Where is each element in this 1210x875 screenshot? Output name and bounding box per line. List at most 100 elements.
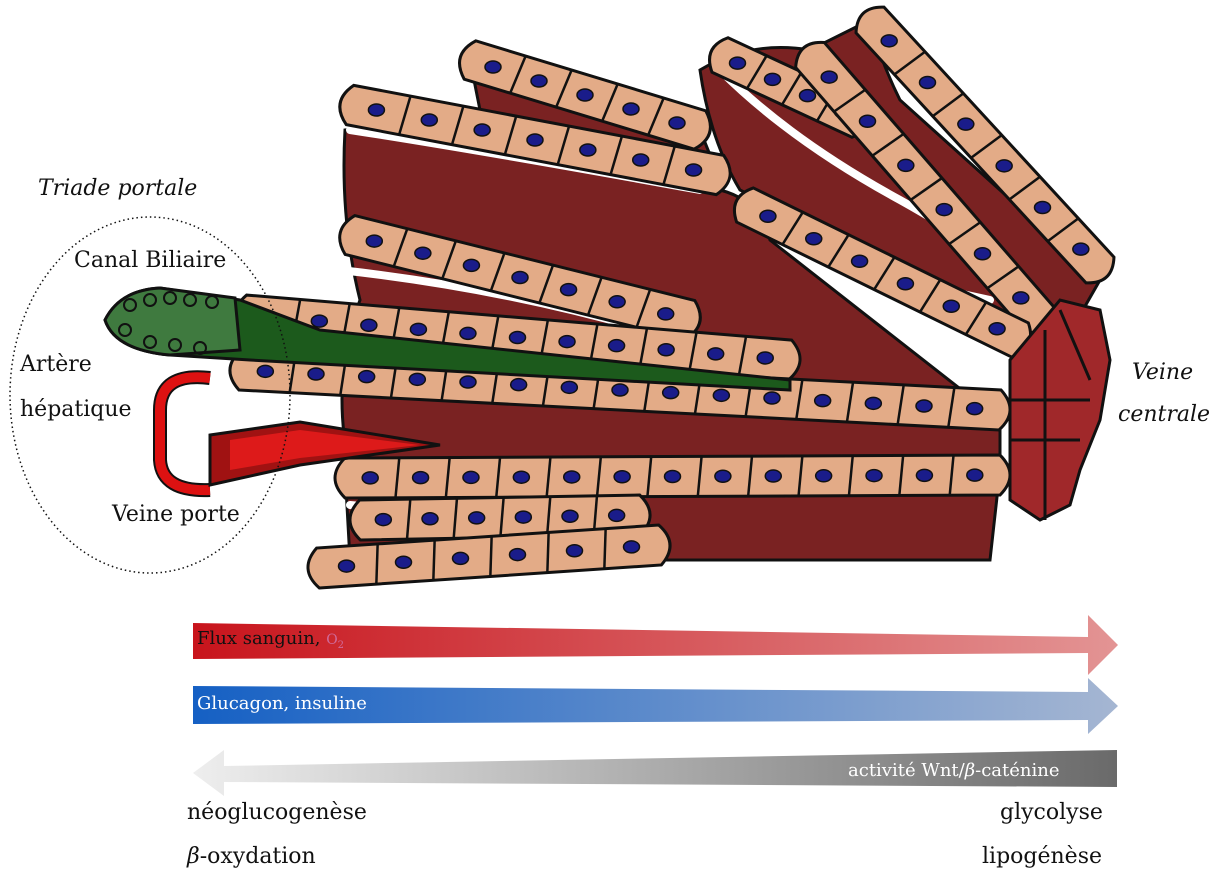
cell-nucleus	[359, 371, 375, 383]
cell-nucleus	[624, 541, 640, 553]
portal-vein-label: Veine porte	[112, 502, 240, 527]
cell-nucleus	[422, 513, 438, 525]
cell-nucleus	[512, 272, 528, 284]
cell-nucleus	[527, 134, 543, 146]
wnt-label: activité Wnt/β-caténine	[848, 760, 1060, 781]
cell-nucleus	[1035, 202, 1051, 214]
cell-nucleus	[361, 319, 377, 331]
cell-nucleus	[760, 210, 776, 222]
o2-symbol: O	[326, 632, 337, 648]
cell-nucleus	[564, 471, 580, 483]
cell-nucleus	[989, 323, 1005, 335]
cell-nucleus	[453, 552, 469, 564]
cell-nucleus	[513, 471, 529, 483]
o2-label: O2	[326, 632, 344, 648]
cell-nucleus	[665, 471, 681, 483]
bile-duct-label: Canal Biliaire	[74, 248, 226, 273]
central-vein-label-line1: Veine	[1132, 360, 1193, 385]
cell-nucleus	[609, 296, 625, 308]
cell-nucleus	[958, 118, 974, 130]
cell-nucleus	[339, 560, 355, 572]
cell-nucleus	[865, 397, 881, 409]
wnt-beta: β	[965, 760, 975, 781]
cell-nucleus	[366, 235, 382, 247]
cell-nucleus	[708, 348, 724, 360]
cell-nucleus	[897, 278, 913, 290]
cell-wall	[547, 532, 548, 572]
cell-nucleus	[612, 384, 628, 396]
cell-nucleus	[800, 90, 816, 102]
cell-wall	[604, 529, 605, 569]
cell-nucleus	[463, 471, 479, 483]
cell-nucleus	[577, 89, 593, 101]
cell-nucleus	[916, 469, 932, 481]
triad-label: Triade portale	[38, 176, 197, 201]
cell-nucleus	[806, 233, 822, 245]
cell-nucleus	[609, 509, 625, 521]
o2-subscript: 2	[338, 640, 344, 651]
cell-nucleus	[362, 472, 378, 484]
glycolysis-label: glycolyse	[1000, 800, 1103, 825]
cell-nucleus	[469, 512, 485, 524]
cell-nucleus	[485, 61, 501, 73]
cell-nucleus	[559, 336, 575, 348]
cell-nucleus	[996, 160, 1012, 172]
cell-nucleus	[510, 549, 526, 561]
cell-nucleus	[609, 340, 625, 352]
cell-nucleus	[821, 71, 837, 83]
cell-nucleus	[396, 556, 412, 568]
blood-flow-label: Flux sanguin, O2	[197, 628, 344, 651]
cell-nucleus	[410, 323, 426, 335]
cell-nucleus	[531, 75, 547, 87]
cell-nucleus	[936, 204, 952, 216]
cell-nucleus	[730, 57, 746, 69]
cell-nucleus	[460, 376, 476, 388]
cell-wall	[433, 540, 434, 580]
cell-nucleus	[308, 368, 324, 380]
hormone-label: Glucagon, insuline	[197, 693, 367, 714]
cell-nucleus	[860, 115, 876, 127]
beta-symbol: β	[187, 844, 200, 869]
cell-nucleus	[415, 247, 431, 259]
cell-nucleus	[510, 332, 526, 344]
cell-nucleus	[757, 352, 773, 364]
wnt-text2: -caténine	[975, 760, 1059, 781]
cell-nucleus	[658, 344, 674, 356]
cell-nucleus	[561, 381, 577, 393]
cell-nucleus	[562, 510, 578, 522]
beta-oxidation-text: -oxydation	[200, 844, 316, 869]
cell-nucleus	[567, 545, 583, 557]
artery-label-line2: hépatique	[20, 397, 132, 422]
cell-nucleus	[623, 103, 639, 115]
cell-nucleus	[1013, 292, 1029, 304]
cell-nucleus	[409, 373, 425, 385]
cell-nucleus	[765, 73, 781, 85]
cell-nucleus	[852, 255, 868, 267]
cell-nucleus	[515, 511, 531, 523]
cell-nucleus	[614, 471, 630, 483]
cell-nucleus	[816, 470, 832, 482]
central-vein-label-line2: centrale	[1118, 402, 1210, 427]
cell-nucleus	[474, 124, 490, 136]
cell-nucleus	[967, 469, 983, 481]
cell-nucleus	[866, 470, 882, 482]
blood-flow-text: Flux sanguin,	[197, 628, 326, 649]
cell-nucleus	[943, 300, 959, 312]
cell-nucleus	[967, 403, 983, 415]
cell-nucleus	[463, 259, 479, 271]
artery-label-line1: Artère	[20, 352, 92, 377]
lipogenesis-label: lipogénèse	[982, 844, 1102, 869]
cell-nucleus	[633, 154, 649, 166]
cell-nucleus	[1073, 243, 1089, 255]
cell-nucleus	[881, 35, 897, 47]
cell-wall	[376, 544, 377, 584]
cell-nucleus	[916, 400, 932, 412]
cell-nucleus	[686, 164, 702, 176]
cell-nucleus	[764, 392, 780, 404]
cell-nucleus	[511, 379, 527, 391]
gluconeogenesis-label: néoglucogenèse	[187, 800, 367, 825]
cell-nucleus	[765, 470, 781, 482]
cell-nucleus	[368, 104, 384, 116]
cell-nucleus	[561, 284, 577, 296]
